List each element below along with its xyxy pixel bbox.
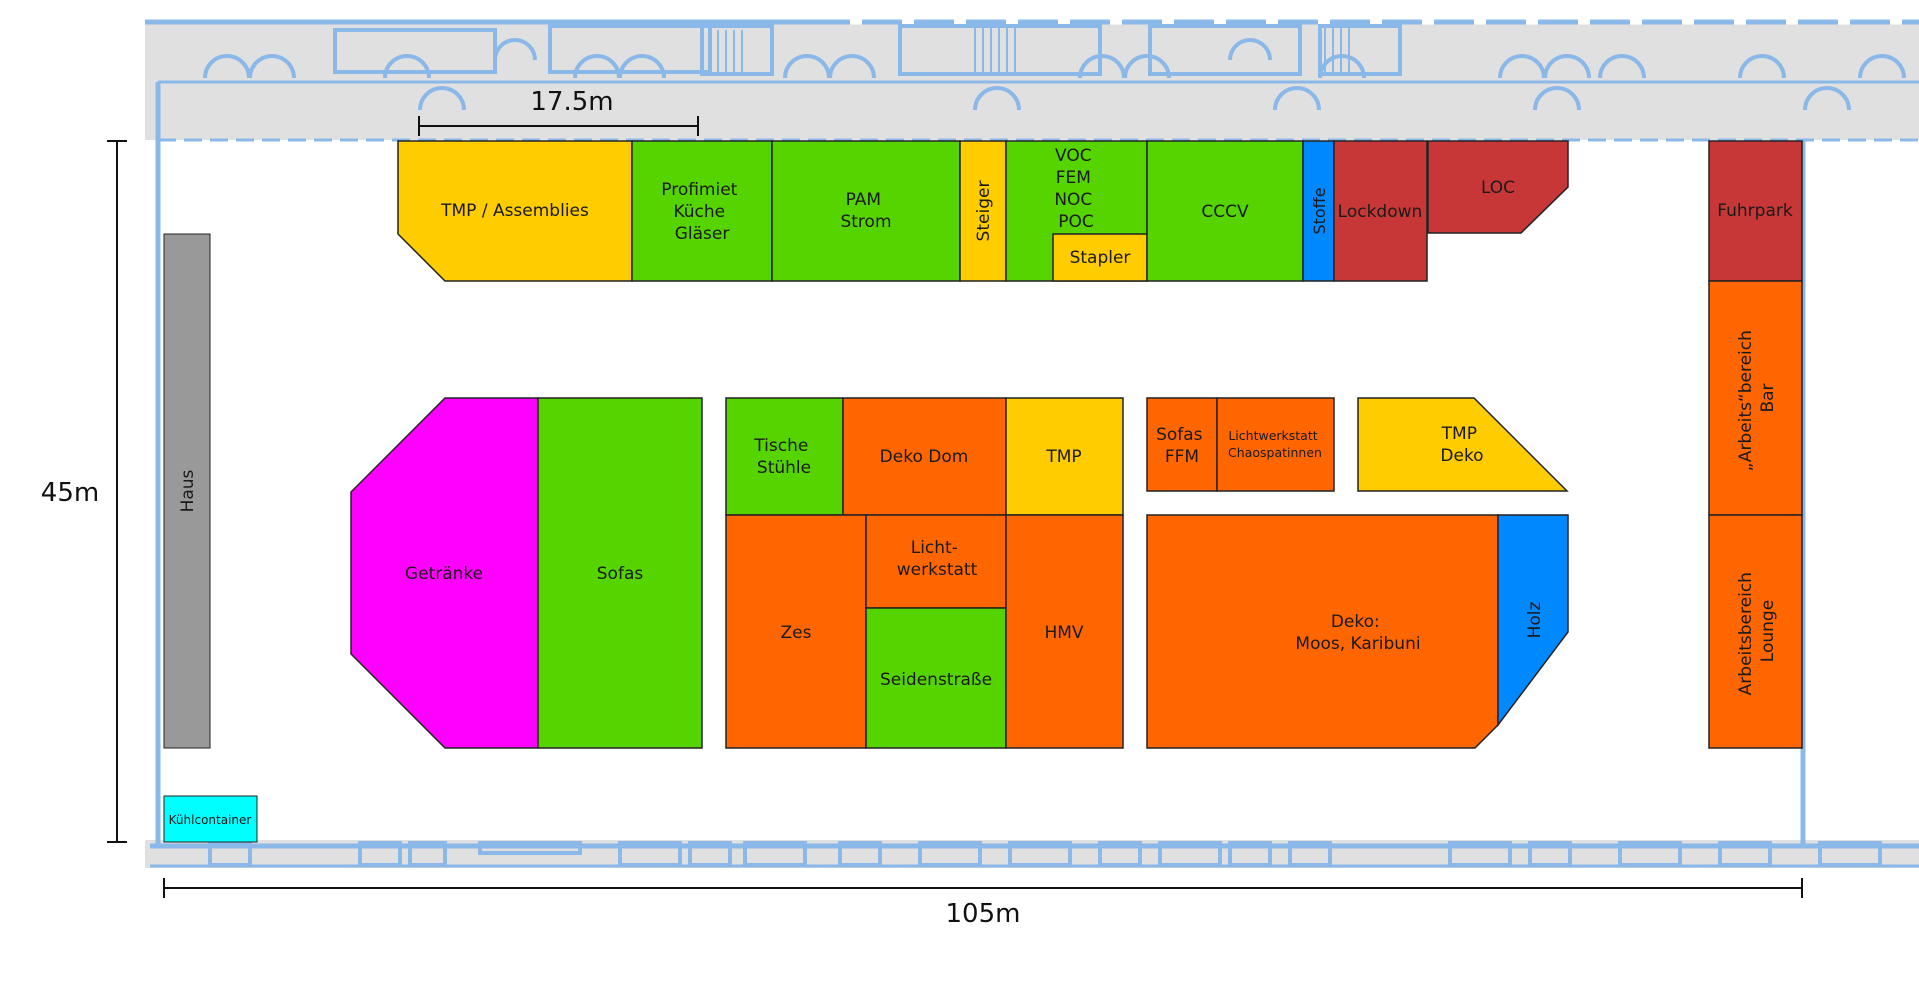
zone-stoffe: Stoffe <box>1302 140 1335 282</box>
zone-label: LOC <box>1481 178 1515 198</box>
height-label: 45m <box>41 478 99 508</box>
zone-label: TMP <box>1045 447 1081 467</box>
top-rooms <box>333 24 1402 76</box>
zone-lockdown: Lockdown <box>1333 140 1428 282</box>
zone-label: Kühlcontainer <box>169 813 252 827</box>
zone-label: „Arbeits“bereich Bar <box>1736 325 1778 472</box>
zone-label: Haus <box>178 469 198 512</box>
zone-steiger: Steiger <box>959 140 1007 282</box>
bottom-windows <box>208 841 1882 867</box>
zone-sofas: Sofas <box>537 397 703 749</box>
zone-label: VOC FEM NOC POC <box>1054 146 1097 232</box>
zone-label: Sofas <box>597 564 644 584</box>
zone-label: Deko: Moos, Karibuni <box>1295 612 1420 654</box>
zone-label: Seidenstraße <box>880 670 992 690</box>
zone-label: Getränke <box>405 564 483 584</box>
zone-label: Steiger <box>974 181 994 242</box>
zone-label: Lockdown <box>1338 202 1423 222</box>
zone-label: Holz <box>1525 602 1545 639</box>
zone-tische-stuehle: Tische Stühle <box>725 397 844 516</box>
zone-getraenke: Getränke <box>350 397 539 749</box>
zone-stapler: Stapler <box>1052 233 1148 282</box>
zone-zes: Zes <box>725 514 867 749</box>
zone-label: PAM Strom <box>840 190 891 232</box>
zone-lichtwerkstatt: Licht- werkstatt <box>865 514 1007 609</box>
zone-sofas-ffm: Sofas FFM <box>1146 397 1218 492</box>
zone-label: Zes <box>781 623 812 643</box>
segment-label: 17.5m <box>530 87 613 117</box>
zone-label: Deko Dom <box>880 447 969 467</box>
zone-holz: Holz <box>1497 514 1569 728</box>
zone-label: Stapler <box>1070 248 1131 268</box>
zone-lichtwerkstatt-chaospatinnen: Lichtwerkstatt Chaospatinnen <box>1216 397 1335 492</box>
zone-profimiet: Profimiet Küche Gläser <box>631 140 773 282</box>
zone-label: Stoffe <box>1310 187 1329 234</box>
zone-tmp-mid: TMP <box>1005 397 1124 516</box>
zone-arbeitsbereich-lounge: Arbeitsbereich Lounge <box>1708 514 1803 749</box>
zone-hmv: HMV <box>1005 514 1124 749</box>
dimension-height <box>107 140 127 843</box>
zone-deko-dom: Deko Dom <box>842 397 1007 516</box>
zone-label: Licht- werkstatt <box>897 538 978 580</box>
zone-cccv: CCCV <box>1146 140 1304 282</box>
zone-tmp-deko: TMP Deko <box>1357 397 1569 492</box>
zone-haus: Haus <box>163 233 211 749</box>
zone-label: Tische Stühle <box>753 436 813 478</box>
zone-label: TMP / Assemblies <box>440 201 589 221</box>
stair-hatching <box>709 26 1350 72</box>
zone-label: Profimiet Küche Gläser <box>661 180 743 244</box>
dimension-segment <box>418 116 699 136</box>
zone-loc: LOC <box>1427 140 1569 234</box>
width-label: 105m <box>946 899 1021 929</box>
zone-deko-moos: Deko: Moos, Karibuni <box>1146 514 1499 749</box>
zone-label: Sofas FFM <box>1156 425 1208 467</box>
zone-tmp-assemblies: TMP / Assemblies <box>397 140 633 282</box>
building-outline <box>145 19 1919 868</box>
zone-seidenstrasse: Seidenstraße <box>865 607 1007 749</box>
zone-label: Fuhrpark <box>1717 201 1793 221</box>
zone-kuehlcontainer: Kühlcontainer <box>163 795 258 843</box>
zone-label: HMV <box>1044 623 1083 643</box>
zone-label: Arbeitsbereich Lounge <box>1736 567 1778 696</box>
zone-label: CCCV <box>1201 202 1249 222</box>
zone-pam-strom: PAM Strom <box>771 140 961 282</box>
zone-label: TMP Deko <box>1440 424 1483 466</box>
zone-label: Lichtwerkstatt Chaospatinnen <box>1228 428 1322 460</box>
dimension-width <box>163 878 1803 898</box>
zone-fuhrpark: Fuhrpark <box>1708 140 1803 282</box>
zone-arbeitsbereich-bar: „Arbeits“bereich Bar <box>1708 280 1803 516</box>
